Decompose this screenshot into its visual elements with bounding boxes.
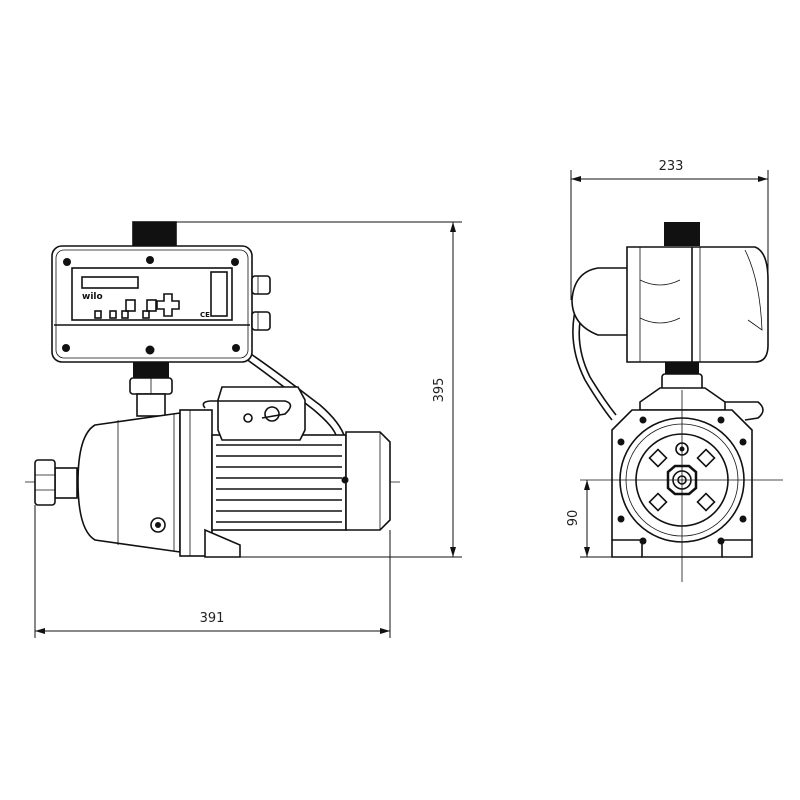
brand-logo: wilo xyxy=(82,292,103,302)
led-strip xyxy=(210,271,228,317)
width-label: 233 xyxy=(659,159,684,174)
vanes xyxy=(648,448,716,512)
front-centerlines xyxy=(580,390,783,582)
button xyxy=(125,299,136,312)
bolts xyxy=(617,416,747,545)
motor xyxy=(202,386,391,531)
dimension-length: 391 xyxy=(34,505,391,638)
button xyxy=(142,310,150,319)
pressure-cable xyxy=(241,349,346,439)
front-control-unit xyxy=(571,222,769,363)
front-cable xyxy=(572,299,764,421)
connector-fitting xyxy=(129,362,173,417)
terminal-box xyxy=(217,386,306,441)
length-label: 391 xyxy=(200,611,225,626)
dimension-axis-height: 90 xyxy=(566,480,612,558)
button xyxy=(146,299,157,312)
button xyxy=(94,310,102,319)
screws xyxy=(62,256,240,355)
side-view: wilo CE xyxy=(25,221,462,638)
pump-housing xyxy=(77,409,241,558)
height-label: 395 xyxy=(432,378,447,403)
display-window xyxy=(81,276,139,289)
front-connector xyxy=(639,362,726,411)
ce-mark: CE xyxy=(200,311,210,319)
button xyxy=(121,310,129,319)
dimension-height: 395 xyxy=(176,221,462,558)
inlet-fitting xyxy=(34,459,78,506)
dimension-width: 233 xyxy=(570,159,769,300)
cooling-fins xyxy=(216,444,342,523)
cable-glands xyxy=(251,275,271,331)
button xyxy=(109,310,117,319)
axis-height-label: 90 xyxy=(566,510,581,527)
control-unit: wilo CE xyxy=(51,221,271,363)
plus-button xyxy=(156,293,180,317)
front-view: 233 90 xyxy=(566,159,783,582)
